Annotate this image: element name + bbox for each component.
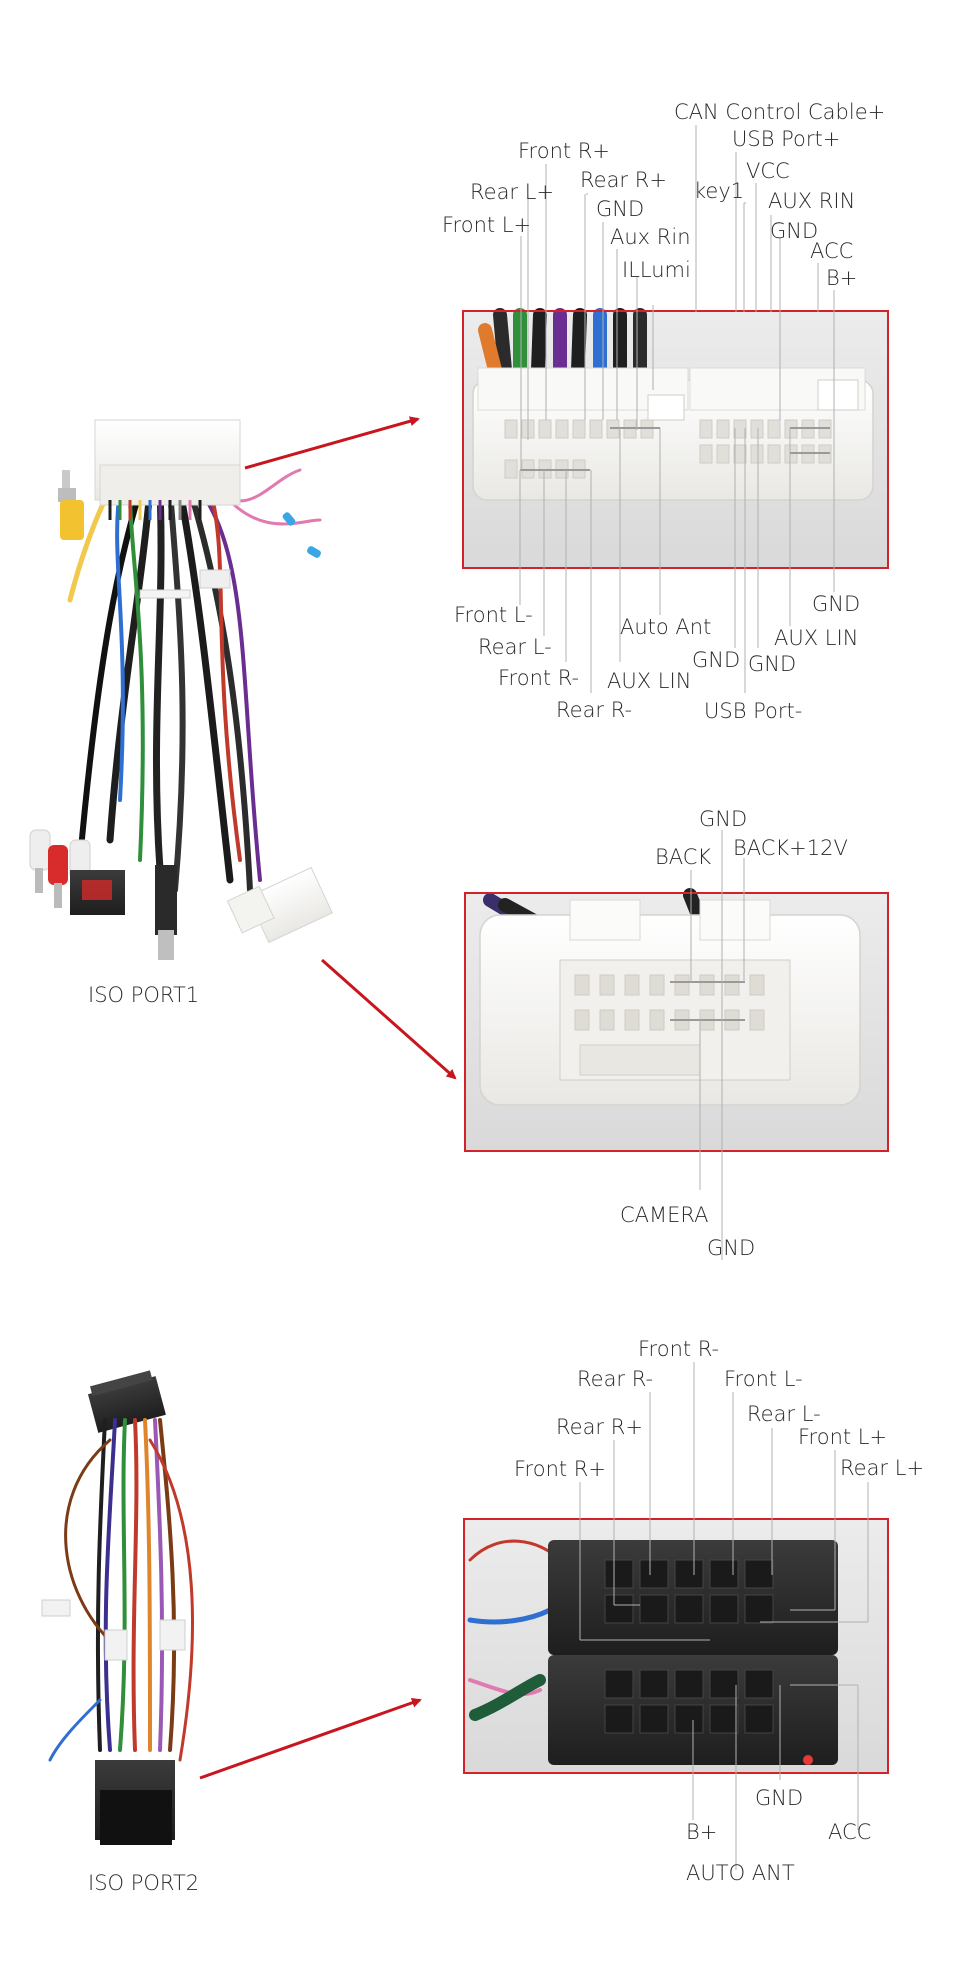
p1b-gnd-top: GND: [699, 807, 747, 831]
p2-rear-r-minus: Rear R-: [577, 1367, 653, 1391]
p2-rear-l-minus: Rear L-: [747, 1402, 821, 1426]
p2-front-r-minus: Front R-: [638, 1337, 719, 1361]
p1a-key1: key1: [694, 179, 744, 203]
p1b-back-plus-12v: BACK+12V: [733, 836, 848, 860]
port1-connector-a-bottom-leaders: [519, 428, 835, 693]
p1a-illumi: ILLumi: [622, 258, 691, 282]
port1-arrow-bottom: [321, 958, 457, 1080]
port2-connector-labels: Front R- Rear R- Front L- Rear L- Rear R…: [514, 1337, 924, 1885]
p2-gnd: GND: [755, 1786, 803, 1810]
p2-front-r-plus: Front R+: [514, 1457, 606, 1481]
p1a-aux-lin-right: AUX LIN: [774, 626, 858, 650]
p2-auto-ant: AUTO ANT: [686, 1861, 795, 1885]
p1a-aux-rin: Aux Rin: [610, 225, 691, 249]
p1a-b-plus: B+: [826, 266, 857, 290]
port2-harness-illustration: ISO PORT2: [41, 1370, 199, 1895]
p1a-usb-port-minus: USB Port-: [704, 699, 802, 723]
port1-connector-b-frame: [464, 892, 889, 1152]
port1-harness-illustration: ISO PORT1: [29, 419, 333, 1007]
port2-caption: ISO PORT2: [88, 1871, 199, 1895]
port1-connector-b-photo: [465, 888, 888, 1151]
port1-connector-b-labels: GND BACK BACK+12V CAMERA GND: [620, 807, 848, 1260]
p2-rear-l-plus: Rear L+: [840, 1456, 924, 1480]
p2-front-l-plus: Front L+: [798, 1425, 887, 1449]
port2-connector-bottom-leaders: [692, 1684, 859, 1870]
p1b-gnd-bottom: GND: [707, 1236, 755, 1260]
p1b-back: BACK: [655, 845, 711, 869]
p1a-gnd-top-left: GND: [596, 197, 644, 221]
p1a-can-control-cable-plus: CAN Control Cable+: [674, 100, 885, 124]
p2-b-plus: B+: [686, 1820, 717, 1844]
p1a-gnd-bottom-right: GND: [812, 592, 860, 616]
port1-connector-a-frame: [462, 310, 889, 569]
p1a-acc: ACC: [810, 239, 853, 263]
p1a-vcc: VCC: [746, 159, 790, 183]
port2-connector-frame: [463, 1518, 889, 1774]
p1a-rear-r-minus: Rear R-: [556, 698, 632, 722]
p1a-front-l-minus: Front L-: [454, 603, 533, 627]
port1-connector-a-top-leaders: [520, 125, 835, 470]
p1a-rear-r-plus: Rear R+: [580, 168, 667, 192]
p1b-camera: CAMERA: [620, 1203, 709, 1227]
p1a-front-r-minus: Front R-: [498, 666, 579, 690]
p1a-aux-rin-upper: AUX RIN: [768, 189, 855, 213]
p1a-auto-ant: Auto Ant: [620, 615, 711, 639]
port1-connector-a-top-labels: CAN Control Cable+ USB Port+ VCC Front R…: [442, 100, 885, 290]
port1-connector-a-photo: [463, 308, 888, 568]
port1-caption: ISO PORT1: [88, 983, 199, 1007]
p2-rear-r-plus: Rear R+: [556, 1415, 643, 1439]
port1-connector-b-leaders: [690, 830, 745, 1260]
p1a-rear-l-minus: Rear L-: [478, 635, 552, 659]
port2-connector-top-leaders: [579, 1362, 869, 1641]
p2-acc: ACC: [828, 1820, 871, 1844]
p1a-front-l-plus: Front L+: [442, 213, 531, 237]
p1a-gnd-bottom-mid-right: GND: [748, 652, 796, 676]
p1a-rear-l-plus: Rear L+: [470, 180, 554, 204]
p1a-front-r-plus: Front R+: [518, 139, 610, 163]
p1a-gnd-bottom-mid-left: GND: [692, 648, 740, 672]
p1a-aux-lin-left: AUX LIN: [607, 669, 691, 693]
p1a-usb-port-plus: USB Port+: [732, 127, 840, 151]
port1-arrow-top: [244, 416, 420, 470]
port1-connector-a-bottom-labels: GND Front L- Auto Ant AUX LIN Rear L- GN…: [454, 592, 860, 723]
p1a-gnd-top-right: GND: [770, 219, 818, 243]
port2-connector-photo: [464, 1519, 888, 1773]
p2-front-l-minus: Front L-: [724, 1367, 803, 1391]
port2-arrow: [199, 1697, 422, 1780]
